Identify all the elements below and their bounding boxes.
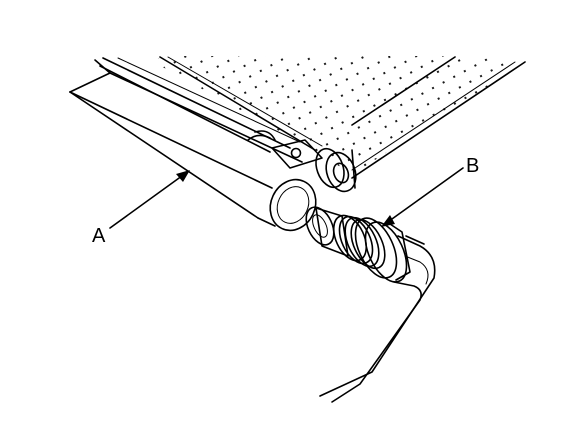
pipe-fitting — [305, 206, 411, 283]
mounting-bracket — [247, 130, 323, 169]
condenser-frame-rail — [99, 57, 301, 153]
callout-a: A — [92, 225, 106, 247]
condenser-core — [148, 56, 526, 179]
leader-arrow-a — [109, 170, 190, 229]
condenser-inlet-cap — [315, 147, 357, 193]
callout-b: B — [466, 155, 479, 177]
refrigerant-pipe — [319, 235, 436, 403]
leader-arrow-b — [381, 167, 464, 227]
receiver-tank — [69, 59, 317, 232]
